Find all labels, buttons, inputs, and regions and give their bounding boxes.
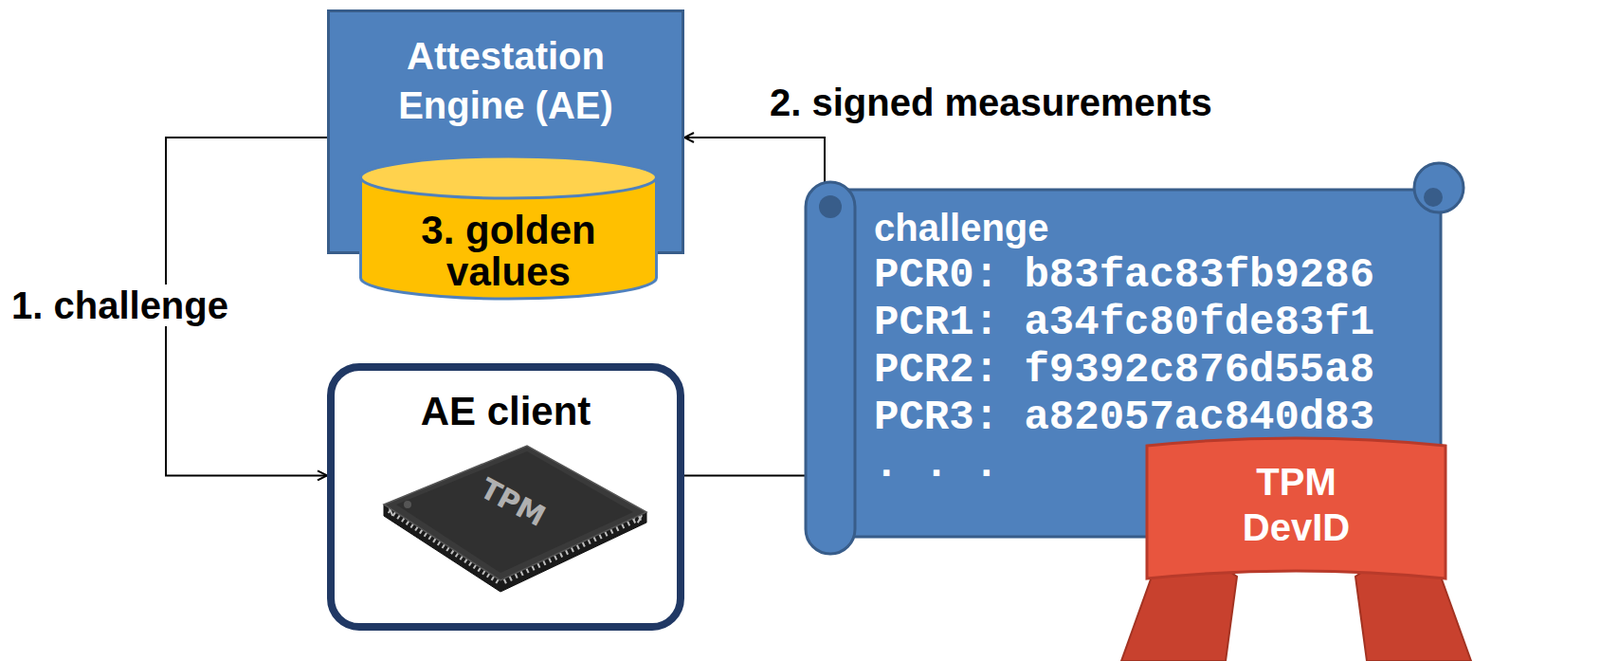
scroll-roll xyxy=(805,181,855,554)
scroll-roll-end xyxy=(818,195,842,219)
measurement-line: PCR3: a82057ac840d83 xyxy=(873,393,1439,441)
client-title: AE client xyxy=(334,387,677,436)
challenge-line: challenge xyxy=(873,203,1439,252)
database-label: 3. golden values xyxy=(377,209,640,293)
engine-box: 3. golden valuesAttestation Engine (AE) xyxy=(327,9,685,255)
connector xyxy=(684,137,825,190)
measurement-line: . . . xyxy=(873,440,1439,489)
chip-top xyxy=(383,445,647,581)
measurement-list: challengePCR0: b83fac83fb9286PCR1: a34fc… xyxy=(873,203,1439,489)
scroll-curl xyxy=(1414,163,1464,213)
database-cylinder: 3. golden values xyxy=(358,154,659,303)
tpm-chip xyxy=(383,445,647,592)
measurement-line: PCR2: f9392c876d55a8 xyxy=(873,345,1439,394)
measurement-line: PCR0: b83fac83fb9286 xyxy=(873,251,1439,299)
engine-title: Attestation Engine (AE) xyxy=(339,31,673,130)
ribbon-band xyxy=(1146,437,1446,579)
connector xyxy=(684,473,806,476)
cylinder-top xyxy=(361,156,657,199)
measurement-line: PCR1: a34fc80fde83f1 xyxy=(873,298,1439,346)
measurement-scroll: TPM DevIDchallengePCR0: b83fac83fb9286PC… xyxy=(803,159,1468,558)
devid-label: TPM DevID xyxy=(1218,458,1375,550)
devid-ribbon: TPM DevID xyxy=(1113,434,1479,661)
edge-label: 2. signed measurements xyxy=(765,81,1217,124)
chip-face xyxy=(396,451,634,573)
edge-label: 1. challenge xyxy=(7,284,233,327)
scroll-body xyxy=(830,189,1441,537)
scroll-curl-inner xyxy=(1423,187,1443,207)
chip-dot xyxy=(403,500,412,509)
